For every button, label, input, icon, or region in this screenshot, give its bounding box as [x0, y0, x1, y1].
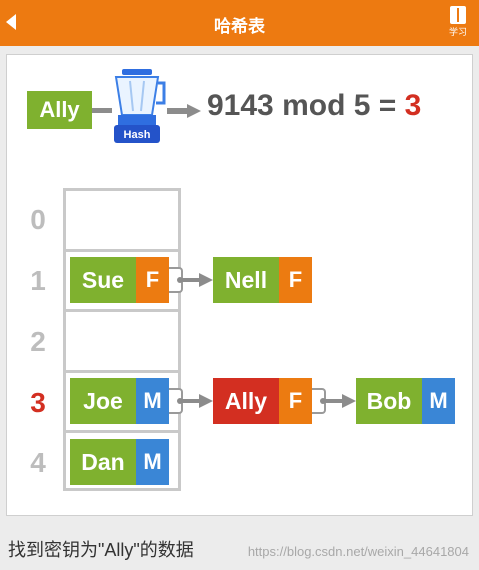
bucket-index-4: 4 [30, 447, 46, 478]
watermark: https://blog.csdn.net/weixin_44641804 [247, 544, 469, 559]
bucket-index-0: 0 [30, 204, 46, 235]
node-dan: Dan M [70, 439, 169, 485]
node-bob: Bob M [356, 378, 455, 424]
hash-arrow [167, 104, 201, 118]
learn-button[interactable]: 学习 [445, 6, 471, 38]
top-bar: 哈希表 学习 [0, 0, 479, 46]
node-name: Sue [70, 257, 136, 303]
node-gender: M [422, 378, 455, 424]
bucket-index-3: 3 [30, 387, 46, 418]
hash-table-panel: Ally Hash 9143 mod 5 = 3 0 1 2 3 4 Sue F… [6, 54, 473, 516]
node-ally-found: Ally F [213, 378, 312, 424]
bucket-divider [63, 309, 181, 312]
blender-hash-icon: Hash [114, 69, 166, 143]
node-name: Dan [70, 439, 136, 485]
node-gender: F [136, 257, 169, 303]
hash-equation: 9143 mod 5 = 3 [207, 89, 421, 123]
node-gender: M [136, 439, 169, 485]
bucket-divider [63, 370, 181, 373]
bucket-index-2: 2 [30, 326, 46, 357]
node-gender: M [136, 378, 169, 424]
key-connector [92, 108, 112, 113]
node-nell: Nell F [213, 257, 312, 303]
page-title: 哈希表 [214, 17, 265, 36]
node-joe: Joe M [70, 378, 169, 424]
link-arrow [320, 394, 356, 408]
bucket-index-1: 1 [30, 265, 46, 296]
link-arrow [177, 394, 213, 408]
hash-label: Hash [124, 129, 151, 141]
node-name: Bob [356, 378, 422, 424]
bucket-divider [63, 430, 181, 433]
node-sue: Sue F [70, 257, 169, 303]
node-name: Ally [213, 378, 279, 424]
node-gender: F [279, 257, 312, 303]
book-icon [450, 6, 466, 24]
equation-result: 3 [404, 89, 422, 122]
back-arrow-icon[interactable] [6, 14, 16, 30]
node-name: Joe [70, 378, 136, 424]
node-gender: F [279, 378, 312, 424]
learn-label: 学习 [448, 27, 467, 37]
equation-text: 9143 mod 5 = [207, 89, 405, 122]
link-arrow [177, 273, 213, 287]
key-box: Ally [27, 91, 92, 129]
node-name: Nell [213, 257, 279, 303]
step-caption: 找到密钥为"Ally"的数据 [8, 540, 194, 560]
bucket-divider [63, 249, 181, 252]
